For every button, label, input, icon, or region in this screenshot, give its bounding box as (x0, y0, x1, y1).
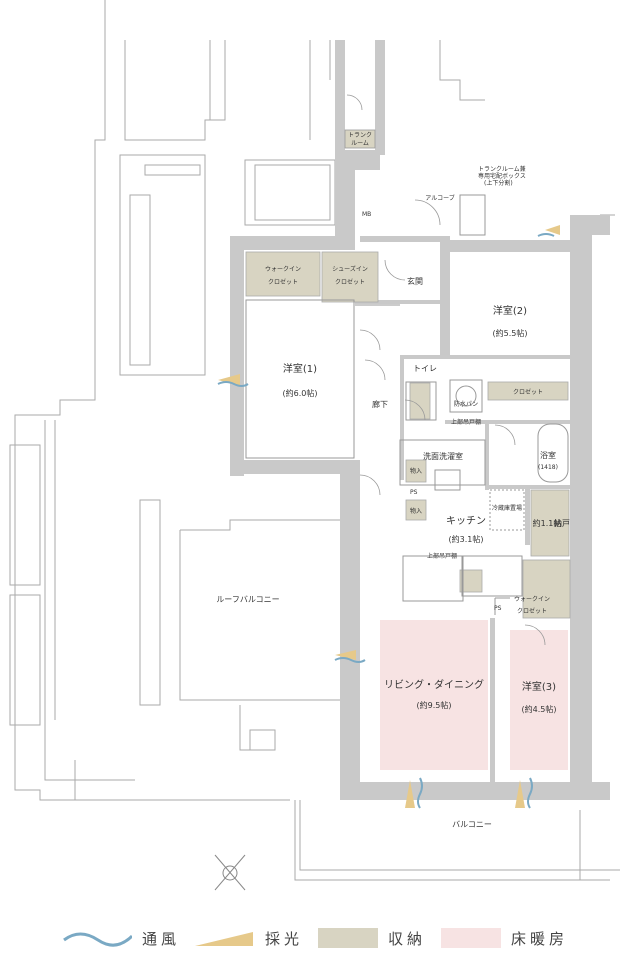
room-storage-size: 約1.1帖 (533, 518, 562, 528)
shoes-in-closet (321, 251, 379, 303)
room-living-size: (約9.5帖) (417, 700, 452, 710)
shoes-line1: シューズイン (332, 265, 368, 273)
wic3-line2: クロゼット (517, 607, 547, 615)
legend-label-ventilation: 通風 (142, 929, 181, 948)
legend: 通風 採光 収納 床暖房 (0, 918, 640, 958)
kitchen-cabinet (459, 569, 483, 593)
legend-label-storage: 収納 (388, 929, 427, 948)
trunk-note-line1: トランクルーム兼 (478, 165, 526, 173)
mb-label: MB (362, 211, 371, 218)
ps-label-2: PS (494, 605, 502, 612)
misc-labels: アルコーブ トランク ルーム トランクルーム兼 専用宅配ボックス (上下分割) … (216, 132, 526, 829)
fridge-label: 冷蔵庫置場 (492, 504, 522, 512)
storage-areas (245, 251, 571, 619)
room-corridor: 廊下 (372, 399, 388, 409)
storage-legend-swatch (318, 928, 378, 948)
room-bath-name: 浴室 (540, 450, 556, 460)
balcony-label: バルコニー (452, 820, 492, 829)
room-living-name: リビング・ダイニング (384, 678, 484, 691)
heating-legend-swatch (441, 928, 501, 948)
closet-labels: ウォークイン クロゼット シューズイン クロゼット クロゼット ウォークイン ク… (265, 265, 550, 615)
room-western1-size: (約6.0帖) (283, 388, 318, 398)
room-kitchen-name: キッチン (446, 515, 486, 527)
legend-ventilation: 通風 (62, 926, 180, 950)
legend-label-floor-heating: 床暖房 (511, 929, 569, 948)
trunk-note-line3: (上下分割) (484, 179, 513, 187)
living-heating (380, 620, 488, 770)
waterproof-pan-label: 防水パン (454, 400, 478, 408)
toilet-cabinet (409, 382, 431, 420)
room-toilet: トイレ (413, 364, 437, 373)
storage-small-label-1: 物入 (410, 467, 422, 475)
upper-cabinet-label-2: 上部吊戸棚 (451, 418, 481, 426)
floor-plan: 洋室(1) (約6.0帖) 洋室(2) (約5.5帖) 洋室(3) (約4.5帖… (9, 0, 620, 891)
legend-storage: 収納 (318, 926, 426, 950)
room-kitchen-size: (約3.1帖) (449, 534, 484, 544)
doors (346, 94, 546, 646)
ventilation-icon (217, 233, 555, 809)
exterior-outline (9, 0, 620, 881)
trunk-room-line2: ルーム (351, 140, 369, 147)
trunk-room-line1: トランク (348, 132, 372, 139)
room-western3-name: 洋室(3) (522, 680, 556, 693)
alcove-label: アルコーブ (425, 194, 454, 202)
storage-room (530, 489, 570, 557)
ps-label-1: PS (410, 489, 418, 496)
ventilation-legend-icon (63, 932, 132, 947)
room-entrance: 玄関 (407, 276, 423, 286)
room-labels: 洋室(1) (約6.0帖) 洋室(2) (約5.5帖) 洋室(3) (約4.5帖… (283, 276, 570, 714)
compass-icon (214, 854, 246, 891)
room-western2-size: (約5.5帖) (493, 328, 528, 338)
room-washroom: 洗面洗濯室 (423, 451, 463, 461)
legend-label-daylight: 採光 (265, 929, 304, 948)
western3-heating (510, 630, 568, 770)
walk-in-closet-3 (522, 559, 571, 619)
walk-in-closet-1 (245, 251, 321, 297)
room-western2-name: 洋室(2) (493, 304, 527, 317)
wic1-line1: ウォークイン (265, 265, 301, 273)
storage-small-label-2: 物入 (410, 507, 422, 515)
walls (230, 40, 610, 800)
partitions (245, 194, 569, 615)
daylight-legend-icon (195, 932, 253, 946)
upper-cabinet-label-1: 上部吊戸棚 (427, 552, 457, 560)
daylight-icon (218, 225, 560, 808)
closet2-label: クロゼット (513, 388, 543, 396)
room-storage-name: 納戸 (554, 518, 570, 528)
storage-small-2 (405, 499, 427, 521)
room-western1-name: 洋室(1) (283, 362, 317, 375)
floor-heating-areas (380, 620, 568, 770)
trunk-room (344, 129, 376, 149)
airflow-markers (217, 225, 560, 809)
roof-balcony-label: ルーフバルコニー (216, 595, 279, 604)
shoes-line2: クロゼット (335, 278, 365, 286)
legend-daylight: 採光 (195, 926, 303, 950)
closet-2 (487, 381, 569, 401)
room-bath-size: (1418) (538, 464, 558, 471)
room-western3-size: (約4.5帖) (522, 704, 557, 714)
wic1-line2: クロゼット (268, 278, 298, 286)
wic3-line1: ウォークイン (514, 595, 550, 603)
trunk-note-line2: 専用宅配ボックス (478, 172, 526, 180)
storage-small-1 (405, 459, 427, 483)
legend-floor-heating: 床暖房 (441, 926, 568, 950)
